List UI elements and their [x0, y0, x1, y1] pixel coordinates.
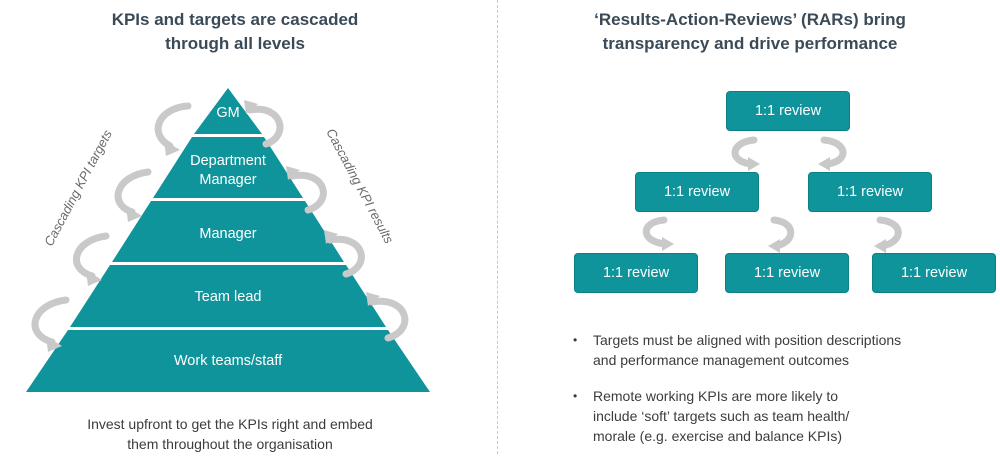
bullet-line: include ‘soft’ targets such as team heal…: [593, 408, 850, 424]
bullet-line: Remote working KPIs are more likely to: [593, 388, 839, 404]
left-title-line1: KPIs and targets are cascaded: [111, 10, 359, 29]
curved-arrow-icon: [73, 232, 110, 280]
curved-arrow-icon: [246, 105, 284, 148]
bullet-line: morale (e.g. exercise and balance KPIs): [593, 428, 843, 444]
left-title: KPIs and targets are cascaded through al…: [20, 8, 450, 56]
caption-line1: Invest upfront to get the KPIs right and…: [87, 416, 373, 432]
curved-arrow-icon: [731, 136, 758, 168]
tier-label-department: Department: [190, 153, 266, 169]
bullet-line: Targets must be aligned with position de…: [593, 332, 902, 348]
review-label: 1:1 review: [753, 265, 821, 281]
section-divider: [497, 0, 498, 454]
curved-arrow-icon: [114, 168, 152, 216]
pyramid-tier-work-teams: [26, 330, 430, 392]
curved-arrow-icon: [662, 237, 674, 251]
review-label: 1:1 review: [754, 103, 822, 119]
caption-line2: them throughout the organisation: [127, 436, 333, 452]
bullet-icon: •: [573, 333, 578, 347]
tier-label-work-teams: Work teams/staff: [174, 353, 283, 369]
kpi-pyramid: GM Department Manager Manager Team lead …: [26, 88, 430, 392]
curved-arrow-icon: [164, 140, 180, 156]
pyramid-tier-gm: [194, 88, 262, 134]
tier-label-department-manager: Manager: [199, 172, 256, 188]
curved-arrow-icon: [876, 216, 902, 250]
curved-arrow-icon: [770, 216, 795, 250]
tier-label-gm: GM: [216, 105, 239, 121]
curved-arrow-icon: [818, 157, 830, 171]
curved-arrow-icon: [286, 166, 300, 180]
curved-arrow-icon: [642, 216, 670, 248]
pyramid-tier-team-lead: [70, 265, 386, 327]
curved-arrow-icon: [244, 100, 258, 114]
curved-arrow-icon: [748, 157, 760, 171]
pyramid-tier-manager: [112, 201, 344, 262]
curved-arrow-icon: [366, 292, 380, 306]
left-title-line2: through all levels: [165, 34, 305, 53]
curved-arrow-icon: [86, 270, 102, 286]
bullet-list: • Targets must be aligned with position …: [573, 330, 993, 462]
curved-arrow-icon: [324, 230, 338, 244]
review-box-bottom-right: 1:1 review: [872, 253, 996, 293]
curved-arrow-icon: [31, 296, 70, 346]
curved-arrow-icon: [326, 235, 365, 278]
tier-label-team-lead: Team lead: [195, 289, 262, 305]
review-box-mid-left: 1:1 review: [635, 172, 759, 212]
right-title-line1: ‘Results-Action-Reviews’ (RARs) bring: [594, 10, 906, 29]
review-box-top: 1:1 review: [726, 91, 850, 131]
review-label: 1:1 review: [900, 265, 968, 281]
bullet-line: and performance management outcomes: [593, 352, 850, 368]
review-box-mid-right: 1:1 review: [808, 172, 932, 212]
review-box-bottom-center: 1:1 review: [725, 253, 849, 293]
left-caption: Invest upfront to get the KPIs right and…: [30, 414, 430, 454]
right-title-line2: transparency and drive performance: [602, 34, 898, 53]
curved-arrow-icon: [874, 239, 886, 253]
curved-arrow-icon: [46, 336, 62, 352]
bullet-icon: •: [573, 389, 578, 403]
review-label: 1:1 review: [663, 184, 731, 200]
pyramid-tier-department-manager: [153, 137, 303, 198]
curved-arrow-icon: [126, 206, 142, 222]
tier-label-manager: Manager: [199, 226, 256, 242]
bullet-item: • Remote working KPIs are more likely to…: [573, 386, 993, 446]
review-box-bottom-left: 1:1 review: [574, 253, 698, 293]
curved-arrow-icon: [368, 297, 409, 342]
review-label: 1:1 review: [836, 184, 904, 200]
curved-arrow-icon: [288, 171, 327, 214]
bullet-item: • Targets must be aligned with position …: [573, 330, 993, 370]
right-title: ‘Results-Action-Reviews’ (RARs) bring tr…: [530, 8, 970, 56]
review-label: 1:1 review: [602, 265, 670, 281]
curved-arrow-icon: [768, 239, 780, 253]
curved-arrow-icon: [820, 136, 847, 168]
